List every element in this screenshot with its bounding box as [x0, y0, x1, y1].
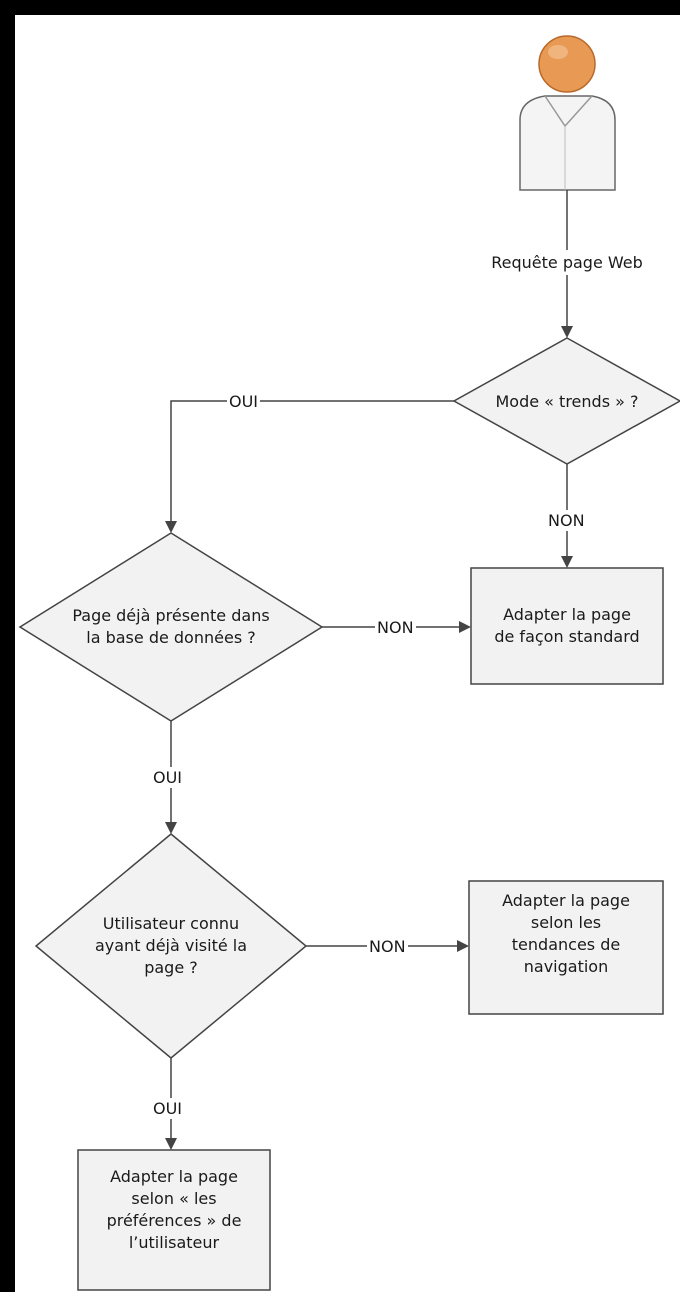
- box-trends-shape: [468, 880, 664, 1015]
- box-prefs-shape: [77, 1149, 271, 1291]
- decision-user-label: Utilisateur connu ayant déjà visité la p…: [36, 913, 306, 979]
- box-trends-line-1: Adapter la page: [502, 891, 630, 910]
- box-standard: Adapter la page de façon standard: [471, 604, 663, 648]
- box-trends-line-2: selon les: [530, 913, 602, 932]
- decision-user-line-2: ayant déjà visité la: [94, 936, 248, 955]
- edge-label-user-no: NON: [367, 936, 408, 957]
- edge-label-db-yes: OUI: [151, 767, 185, 788]
- request-label: Requête page Web: [491, 253, 643, 272]
- box-trends: Adapter la page selon les tendances de n…: [469, 890, 663, 978]
- box-standard-line-2: de façon standard: [494, 627, 640, 646]
- decision-user-line-1: Utilisateur connu: [102, 914, 240, 933]
- edge-label-trends-yes: OUI: [227, 391, 261, 412]
- decision-trends-label: Mode « trends » ?: [495, 392, 639, 411]
- decision-user-line-3: page ?: [144, 958, 198, 977]
- box-trends-line-4: navigation: [523, 957, 609, 976]
- box-prefs-line-1: Adapter la page: [110, 1167, 238, 1186]
- edge-label-user-yes: OUI: [151, 1098, 185, 1119]
- left-border: [0, 0, 15, 1292]
- box-trends-line-3: tendances de: [511, 935, 621, 954]
- edge-label-trends-no: NON: [546, 510, 587, 531]
- edge-label-db-no: NON: [375, 617, 416, 638]
- decision-db-line-2: la base de données ?: [86, 628, 256, 647]
- box-prefs: Adapter la page selon « les préférences …: [78, 1166, 270, 1254]
- edge-trends-yes: [165, 400, 454, 533]
- box-prefs-line-4: l’utilisateur: [128, 1233, 220, 1252]
- box-standard-line-1: Adapter la page: [503, 605, 631, 624]
- box-standard-shape: [470, 567, 664, 685]
- box-prefs-line-2: selon « les: [131, 1189, 217, 1208]
- box-prefs-line-3: préférences » de: [106, 1211, 242, 1230]
- top-border: [0, 0, 680, 15]
- decision-db-line-1: Page déjà présente dans: [72, 606, 270, 625]
- user-icon: [519, 35, 616, 191]
- decision-db-label: Page déjà présente dans la base de donné…: [20, 605, 322, 649]
